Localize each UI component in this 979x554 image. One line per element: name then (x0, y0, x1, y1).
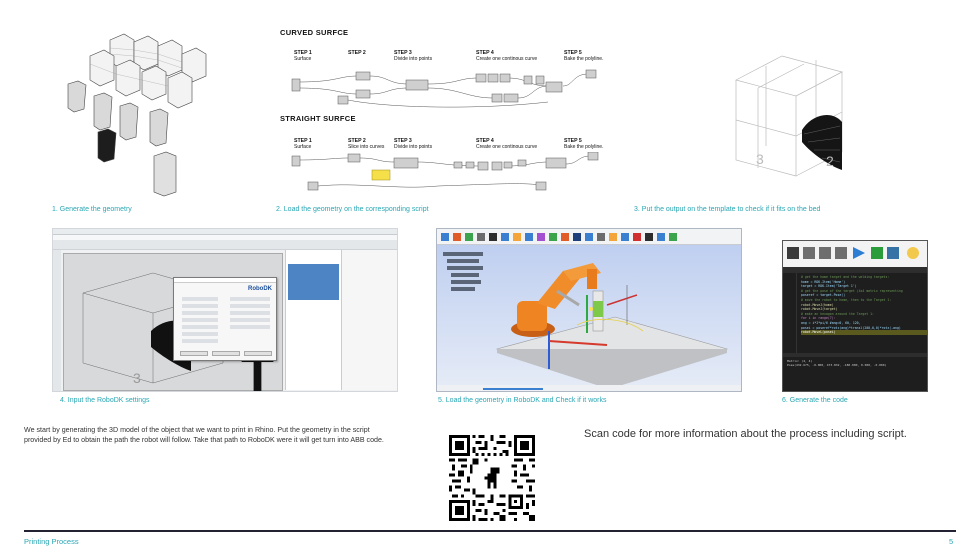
template-label-3: 3 (756, 151, 764, 167)
caption-step-6: 6. Generate the code (782, 397, 848, 404)
page-number: 5 (949, 537, 954, 546)
straight-surface-title: STRAIGHT SURFCE (280, 114, 356, 123)
process-description: We start by generating the 3D model of t… (24, 426, 384, 444)
code-output: Matrix: (4, 4) Pose(432.675, -0.000, 473… (787, 359, 887, 368)
footer-section-title: Printing Process (24, 537, 79, 546)
bed-template-illustration: 3 2 (720, 30, 880, 200)
geometry-illustration (50, 20, 230, 200)
robodk-simulation-screenshot (436, 228, 742, 392)
curved-surface-title: CURVED SURFCE (280, 28, 349, 37)
robodk-logo: RoboDK (248, 286, 272, 292)
caption-step-2: 2. Load the geometry on the correspondin… (276, 206, 429, 213)
rhino-viewport-label: 3 (133, 370, 141, 386)
code-editor-screenshot: # get the home target and the welding ta… (782, 240, 928, 392)
footer-divider (24, 530, 956, 532)
rhino-robodk-screenshot: 3 T RoboDK (52, 228, 398, 392)
caption-step-3: 3. Put the output on the template to che… (634, 206, 821, 213)
caption-step-1: 1. Generate the geometry (52, 206, 132, 213)
caption-step-5: 5. Load the geometry in RoboDK and Check… (438, 397, 607, 404)
qr-code[interactable] (449, 435, 535, 521)
code-lines: # get the home target and the welding ta… (801, 275, 927, 335)
robodk-settings-dialog[interactable]: RoboDK (173, 277, 277, 361)
scan-instruction: Scan code for more information about the… (584, 428, 907, 440)
caption-step-4: 4. Input the RoboDK settings (60, 397, 150, 404)
curved-step-2: STEP 2 (348, 50, 366, 56)
template-label-2: 2 (826, 153, 834, 169)
